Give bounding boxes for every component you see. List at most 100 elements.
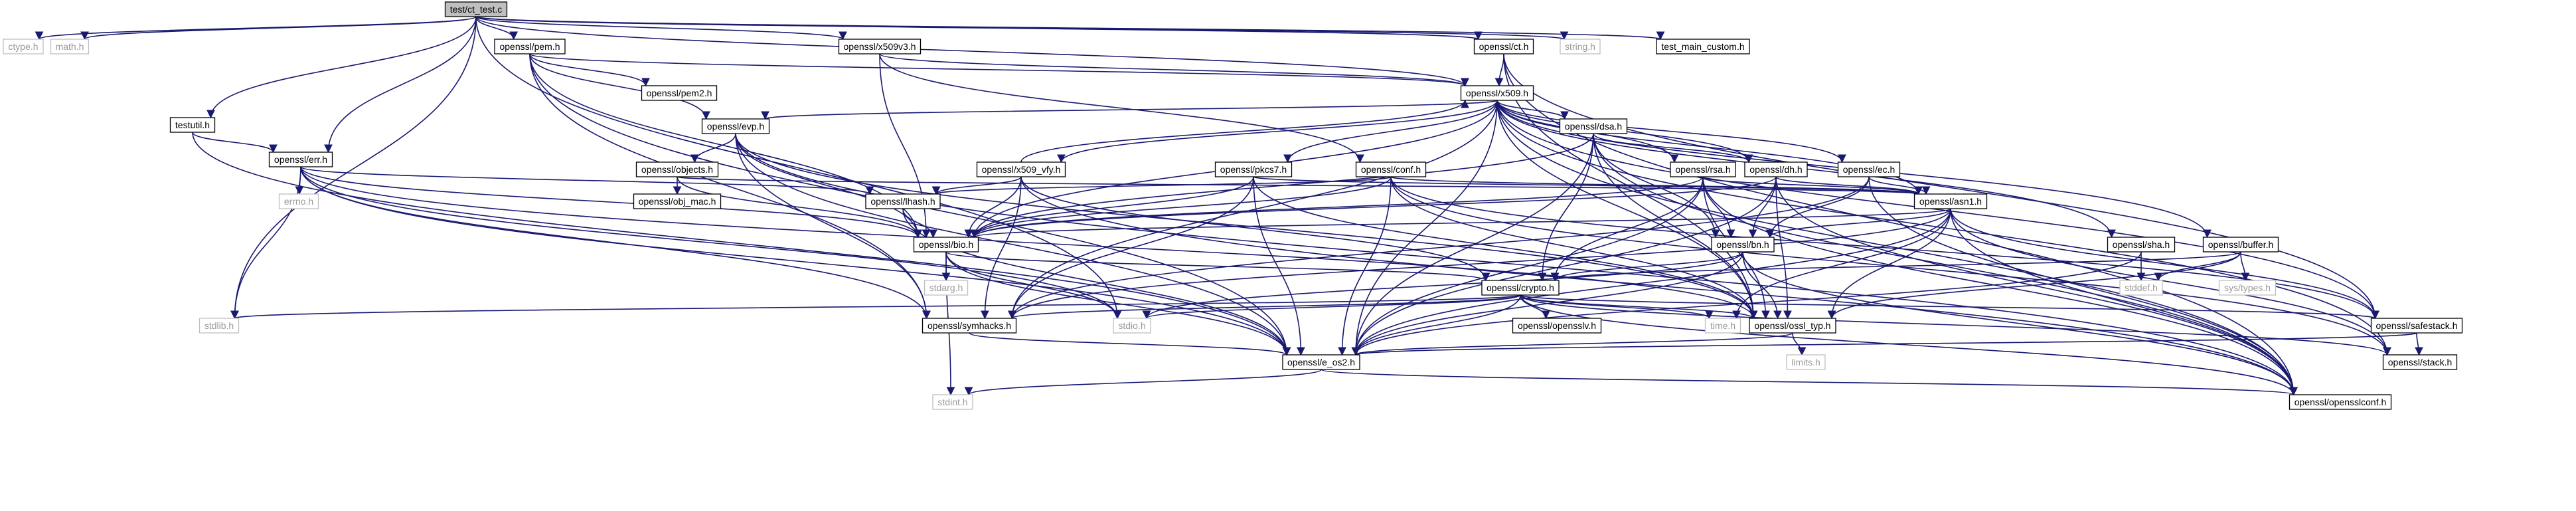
node-label: openssl/pem2.h bbox=[647, 88, 712, 98]
node-errno[interactable]: errno.h bbox=[278, 193, 319, 209]
node-e-os2[interactable]: openssl/e_os2.h bbox=[1282, 354, 1360, 370]
node-label: openssl/dh.h bbox=[1749, 164, 1802, 175]
node-dh[interactable]: openssl/dh.h bbox=[1744, 161, 1808, 177]
node-sha[interactable]: openssl/sha.h bbox=[2107, 237, 2176, 253]
node-bio[interactable]: openssl/bio.h bbox=[913, 237, 979, 253]
node-symhacks[interactable]: openssl/symhacks.h bbox=[922, 318, 1017, 334]
node-lhash[interactable]: openssl/lhash.h bbox=[865, 193, 941, 209]
node-stdio[interactable]: stdio.h bbox=[1113, 318, 1151, 334]
node-label: sys/types.h bbox=[2224, 282, 2271, 293]
node-objects[interactable]: openssl/objects.h bbox=[635, 161, 719, 177]
node-ec[interactable]: openssl/ec.h bbox=[1837, 161, 1901, 177]
node-pem2[interactable]: openssl/pem2.h bbox=[641, 85, 718, 101]
node-label: stdlib.h bbox=[204, 320, 234, 331]
node-obj-mac[interactable]: openssl/obj_mac.h bbox=[633, 193, 722, 209]
edge-ct_test-to-ctype bbox=[35, 16, 477, 41]
edge-pkcs7-to-ossl_typ bbox=[1253, 176, 1758, 320]
node-string[interactable]: string.h bbox=[1560, 39, 1601, 54]
edge-crypto-to-ossl_typ bbox=[1520, 294, 1758, 320]
node-box bbox=[494, 39, 566, 54]
edge-x509v3-to-x509 bbox=[879, 53, 1469, 87]
node-box bbox=[2218, 280, 2277, 296]
node-box bbox=[1744, 161, 1808, 177]
node-ctype[interactable]: ctype.h bbox=[3, 39, 44, 54]
node-ct-test[interactable]: test/ct_test.c bbox=[444, 1, 508, 17]
node-bn[interactable]: openssl/bn.h bbox=[1711, 237, 1775, 253]
edge-x509_vfy-to-opensslconf bbox=[1020, 176, 2298, 396]
node-crypto[interactable]: openssl/crypto.h bbox=[1481, 280, 1560, 296]
edge-dh-to-ossl_typ bbox=[1775, 176, 1792, 320]
node-rsa[interactable]: openssl/rsa.h bbox=[1670, 161, 1736, 177]
node-testutil[interactable]: testutil.h bbox=[169, 117, 216, 133]
node-label: openssl/safestack.h bbox=[2376, 320, 2458, 331]
node-stdint[interactable]: stdint.h bbox=[932, 394, 973, 410]
node-buffer[interactable]: openssl/buffer.h bbox=[2202, 237, 2279, 253]
edge-objects-to-asn1 bbox=[677, 176, 1922, 195]
node-label: openssl/ossl_typ.h bbox=[1754, 320, 1830, 331]
node-x509v3[interactable]: openssl/x509v3.h bbox=[838, 39, 922, 54]
node-opensslv[interactable]: openssl/opensslv.h bbox=[1512, 318, 1602, 334]
node-label: openssl/lhash.h bbox=[870, 196, 935, 207]
node-dsa[interactable]: openssl/dsa.h bbox=[1559, 118, 1628, 134]
node-asn1[interactable]: openssl/asn1.h bbox=[1913, 193, 1988, 209]
node-label: openssl/pem.h bbox=[499, 41, 560, 52]
node-x509-vfy[interactable]: openssl/x509_vfy.h bbox=[976, 161, 1066, 177]
node-stack[interactable]: openssl/stack.h bbox=[2382, 354, 2458, 370]
edge-conf-to-bio bbox=[970, 176, 1392, 239]
edge-evp-to-bio bbox=[735, 133, 922, 239]
edge-buffer-to-sys_types bbox=[2240, 251, 2250, 282]
node-box bbox=[1913, 193, 1988, 209]
node-opensslconf[interactable]: openssl/opensslconf.h bbox=[2289, 394, 2392, 410]
edge-asn1-to-bn bbox=[1765, 208, 1951, 239]
edge-ct_test-to-stdio bbox=[475, 16, 1122, 320]
node-box bbox=[633, 193, 722, 209]
node-time[interactable]: time.h bbox=[1704, 318, 1741, 334]
node-box bbox=[169, 117, 216, 133]
edge-bn-to-stdio bbox=[1142, 251, 1743, 320]
node-ossl-typ[interactable]: openssl/ossl_typ.h bbox=[1749, 318, 1836, 334]
edge-asn1-to-symhacks bbox=[1008, 208, 1951, 320]
edge-x509-to-symhacks bbox=[1008, 100, 1498, 320]
node-stdarg[interactable]: stdarg.h bbox=[924, 280, 969, 296]
edge-x509_vfy-to-symhacks bbox=[981, 176, 1022, 320]
node-pem[interactable]: openssl/pem.h bbox=[494, 39, 566, 54]
node-ct[interactable]: openssl/ct.h bbox=[1473, 39, 1534, 54]
node-x509[interactable]: openssl/x509.h bbox=[1460, 85, 1534, 101]
node-evp[interactable]: openssl/evp.h bbox=[701, 118, 770, 134]
node-math[interactable]: math.h bbox=[50, 39, 90, 54]
edge-crypto-to-symhacks bbox=[1008, 294, 1521, 320]
edge-dh-to-bio bbox=[970, 176, 1777, 239]
node-sys-types[interactable]: sys/types.h bbox=[2218, 280, 2277, 296]
edge-bn-to-ossl_typ bbox=[1742, 251, 1782, 320]
node-box bbox=[1559, 118, 1628, 134]
edge-asn1-to-time bbox=[1732, 208, 1951, 320]
node-safestack[interactable]: openssl/safestack.h bbox=[2370, 318, 2463, 334]
edge-buffer-to-crypto bbox=[1551, 251, 2241, 282]
node-label: openssl/opensslv.h bbox=[1518, 320, 1596, 331]
node-err[interactable]: openssl/err.h bbox=[268, 152, 333, 167]
node-label: time.h bbox=[1710, 320, 1735, 331]
node-pkcs7[interactable]: openssl/pkcs7.h bbox=[1214, 161, 1293, 177]
node-box bbox=[1749, 318, 1836, 334]
node-box bbox=[924, 280, 969, 296]
node-box bbox=[278, 193, 319, 209]
node-conf[interactable]: openssl/conf.h bbox=[1355, 161, 1427, 177]
edge-ec-to-bn bbox=[1765, 176, 1870, 239]
edge-x509-to-opensslconf bbox=[1496, 100, 2298, 396]
node-test-main-custom[interactable]: test_main_custom.h bbox=[1656, 39, 1750, 54]
edge-pem-to-pem2 bbox=[529, 53, 650, 87]
node-stdlib[interactable]: stdlib.h bbox=[199, 318, 240, 334]
node-stddef[interactable]: stddef.h bbox=[2119, 280, 2163, 296]
node-limits[interactable]: limits.h bbox=[1786, 354, 1826, 370]
node-label: test/ct_test.c bbox=[450, 4, 503, 15]
edge-x509_vfy-to-crypto bbox=[1020, 176, 1490, 282]
node-box bbox=[865, 193, 941, 209]
edge-err-to-stdlib bbox=[230, 166, 301, 320]
edge-ct_test-to-x509v3 bbox=[475, 16, 847, 41]
edge-dsa-to-crypto bbox=[1538, 133, 1594, 282]
node-box bbox=[3, 39, 44, 54]
edge-bio-to-e_os2 bbox=[945, 251, 1291, 356]
edge-bio-to-stdio bbox=[945, 251, 1122, 320]
node-box bbox=[2370, 318, 2463, 334]
